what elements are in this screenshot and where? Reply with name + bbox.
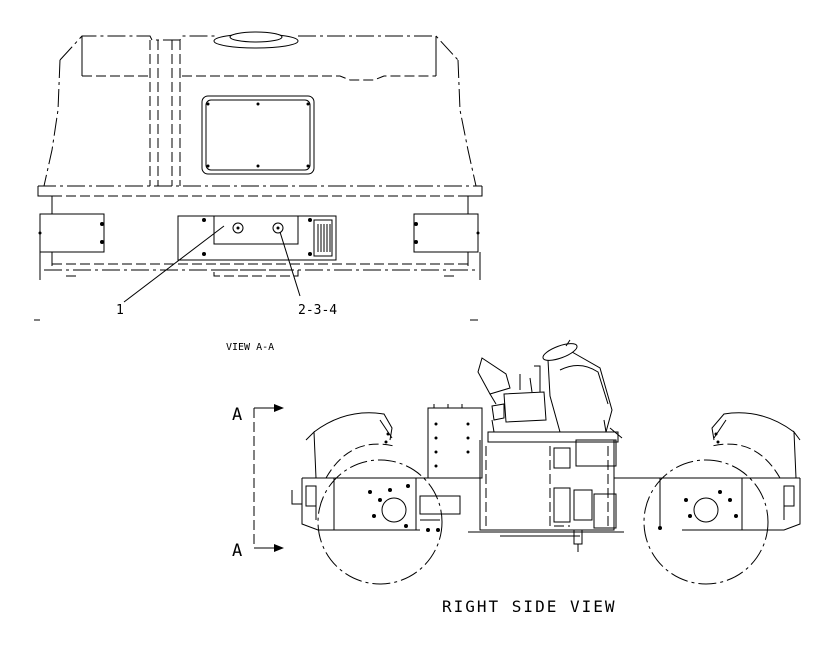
- view-a-a-caption: VIEW A-A: [226, 342, 274, 353]
- side-view-caption: RIGHT SIDE VIEW: [442, 597, 617, 616]
- view-a-a-drawing: [34, 31, 483, 321]
- section-marker-bottom: A: [232, 541, 242, 561]
- callout-2-3-4: 2-3-4: [298, 303, 337, 318]
- callout-1: 1: [116, 303, 124, 318]
- side-view-drawing: [291, 339, 801, 585]
- section-line: [253, 404, 284, 552]
- section-marker-top: A: [232, 405, 242, 425]
